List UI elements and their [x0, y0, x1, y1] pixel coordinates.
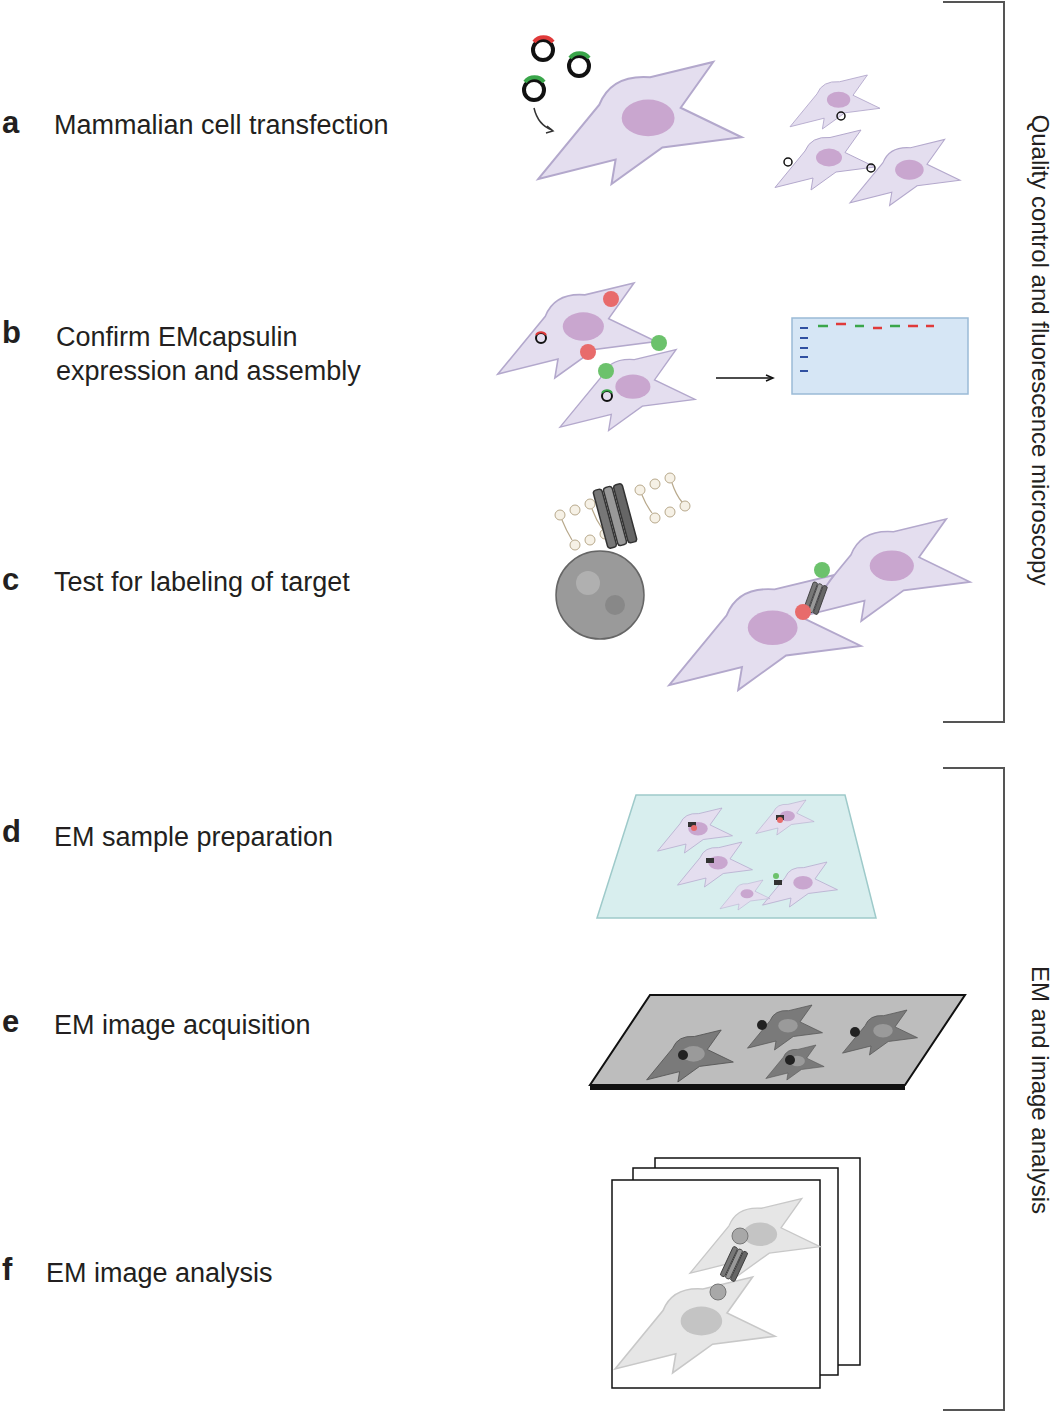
step-letter: d	[2, 815, 21, 849]
step-label: EM image analysis	[46, 1256, 273, 1290]
step-label: EM image acquisition	[54, 1008, 311, 1042]
step-label: Mammalian cell transfection	[54, 108, 389, 142]
bracket-label: Quality control and fluorescence microsc…	[1023, 115, 1056, 586]
step-letter: e	[2, 1005, 19, 1039]
step-letter: a	[2, 106, 19, 140]
bracket-label: EM and image analysis	[1023, 966, 1056, 1214]
step-label: Test for labeling of target	[54, 565, 350, 599]
step-letter: c	[2, 563, 19, 597]
step-label: Confirm EMcapsulin expression and assemb…	[56, 320, 366, 388]
step-letter: b	[2, 316, 21, 350]
step-label: EM sample preparation	[54, 820, 333, 854]
step-letter: f	[2, 1253, 12, 1287]
